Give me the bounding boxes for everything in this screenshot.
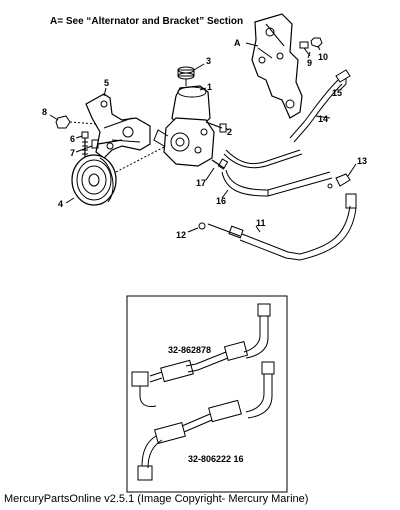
callout-9: 9 — [307, 58, 312, 68]
callout-4: 4 — [58, 199, 63, 209]
section-ref-A: A — [234, 38, 241, 48]
bolt-7 — [91, 139, 123, 149]
nut-10 — [310, 37, 323, 48]
callout-7: 7 — [70, 148, 75, 158]
hose-11 — [207, 193, 357, 261]
callout-2: 2 — [227, 127, 232, 137]
pulley-4 — [71, 154, 117, 206]
callout-14: 14 — [318, 114, 328, 124]
fitting-13 — [327, 173, 351, 189]
reservoir-cap-3 — [177, 66, 195, 86]
power-steering-pump — [153, 85, 215, 167]
bolt-9 — [299, 41, 311, 57]
callout-labels: 1 2 3 4 5 6 7 8 9 10 11 12 13 14 15 16 1… — [42, 52, 367, 240]
callout-5: 5 — [104, 78, 109, 88]
alternator-bracket — [251, 13, 303, 119]
callout-13: 13 — [357, 156, 367, 166]
bolt-17 — [211, 158, 229, 170]
hose-assembly-inset: 32-862878 32-806222 16 — [126, 295, 288, 493]
bolt-6 — [81, 131, 89, 158]
washer-12 — [198, 222, 206, 230]
fitting-15 — [335, 69, 351, 84]
part-number-upper: 32-862878 — [168, 345, 211, 355]
part-number-lower: 32-806222 16 — [188, 454, 244, 464]
nut-8 — [55, 115, 71, 129]
callout-6: 6 — [70, 134, 75, 144]
hose-assembly-lower — [137, 361, 275, 481]
hose-16 — [221, 169, 333, 197]
callout-12: 12 — [176, 230, 186, 240]
pump-bracket-5 — [85, 93, 151, 159]
callout-8: 8 — [42, 107, 47, 117]
callout-1: 1 — [207, 82, 212, 92]
callout-16: 16 — [216, 196, 226, 206]
hose-assembly-upper — [131, 303, 271, 407]
callout-17: 17 — [196, 178, 206, 188]
callout-11: 11 — [256, 218, 266, 228]
callout-15: 15 — [332, 88, 342, 98]
callout-10: 10 — [318, 52, 328, 62]
callout-3: 3 — [206, 56, 211, 66]
header-note: A= See “Alternator and Bracket” Section — [50, 16, 243, 27]
copyright-footer: MercuryPartsOnline v2.5.1 (Image Copyrig… — [4, 493, 309, 505]
